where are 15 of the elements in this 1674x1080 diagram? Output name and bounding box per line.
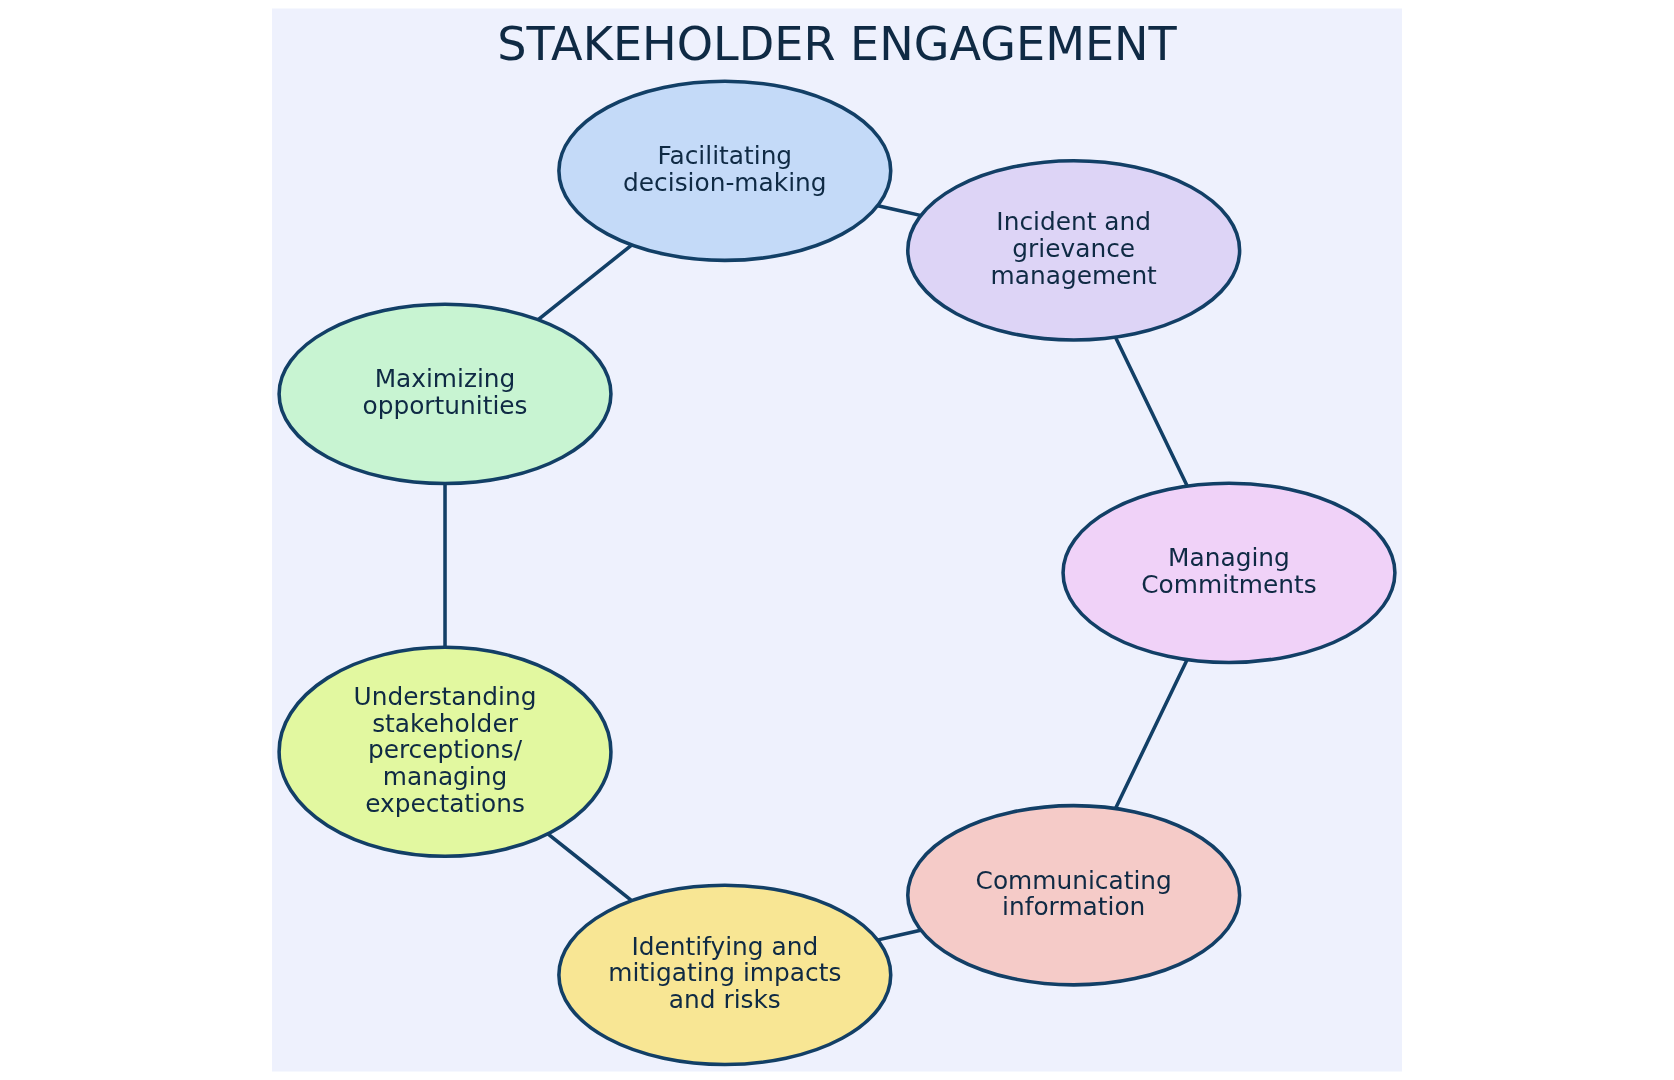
- connector: [1114, 336, 1189, 487]
- connector: [546, 832, 633, 902]
- connector: [1113, 659, 1189, 810]
- node-ellipse: Communicating information: [906, 803, 1242, 987]
- node-ellipse: Maximizing opportunities: [277, 302, 613, 486]
- connector: [443, 483, 447, 648]
- node-ellipse: Managing Commitments: [1061, 481, 1397, 665]
- node-ellipse: Incident and grievance management: [906, 159, 1242, 342]
- node-ellipse: Understanding stakeholder perceptions/ managing expectations: [277, 645, 613, 858]
- node-ellipse: Facilitating decision-making: [557, 79, 893, 263]
- diagram-title: STAKEHOLDER ENGAGEMENT: [497, 16, 1177, 71]
- connector: [877, 203, 921, 218]
- connector: [537, 243, 633, 321]
- connector: [877, 928, 922, 942]
- node-ellipse: Identifying and mitigating impacts and risks: [557, 883, 893, 1067]
